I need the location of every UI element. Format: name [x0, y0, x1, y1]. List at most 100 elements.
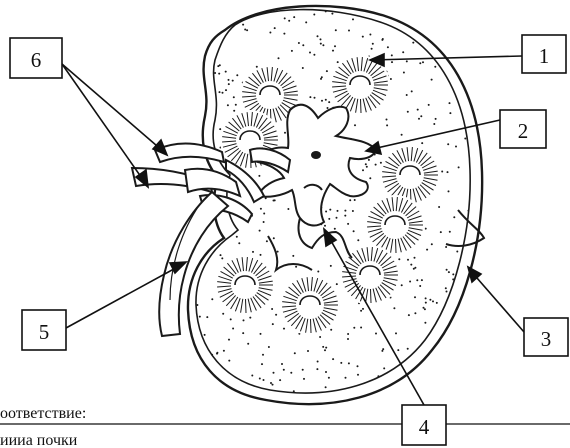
pelvis-opening	[311, 151, 321, 159]
stipple-dot	[352, 210, 354, 212]
stipple-dot	[473, 393, 475, 395]
stipple-dot	[449, 231, 451, 233]
stipple-dot	[369, 34, 371, 36]
stipple-dot	[398, 258, 400, 260]
stipple-dot	[445, 246, 447, 248]
renal-pyramids	[215, 55, 440, 335]
stipple-dot	[360, 327, 362, 329]
stipple-dot	[249, 317, 251, 319]
stipple-dot	[202, 243, 204, 245]
stipple-dot	[436, 302, 438, 304]
stipple-dot	[445, 287, 447, 289]
stipple-dot	[471, 41, 473, 43]
stipple-dot	[395, 15, 397, 17]
stipple-dot	[320, 38, 322, 40]
stipple-dot	[259, 230, 261, 232]
label-box-3: 3	[524, 318, 568, 356]
stipple-dot	[395, 332, 397, 334]
stipple-dot	[476, 15, 478, 17]
stipple-dot	[216, 353, 218, 355]
stipple-dot	[320, 78, 322, 80]
stipple-dot	[204, 161, 206, 163]
stipple-dot	[307, 350, 309, 352]
stipple-dot	[204, 334, 206, 336]
stipple-dot	[247, 343, 249, 345]
stipple-dot	[232, 328, 234, 330]
stipple-dot	[416, 279, 418, 281]
stipple-dot	[466, 352, 468, 354]
stipple-dot	[283, 369, 285, 371]
stipple-dot	[225, 89, 227, 91]
stipple-dot	[317, 35, 319, 37]
stipple-dot	[424, 308, 426, 310]
stipple-dot	[203, 374, 205, 376]
stipple-dot	[357, 374, 359, 376]
stipple-dot	[268, 346, 270, 348]
stipple-dot	[407, 348, 409, 350]
stipple-dot	[433, 123, 435, 125]
stipple-dot	[419, 373, 421, 375]
label-5-text: 5	[39, 320, 50, 344]
stipple-dot	[390, 78, 392, 80]
stipple-dot	[391, 61, 393, 63]
stipple-dot	[447, 27, 449, 29]
stipple-dot	[196, 274, 198, 276]
stipple-dot	[375, 333, 377, 335]
stipple-dot	[435, 118, 437, 120]
stipple-dot	[266, 240, 268, 242]
stipple-dot	[460, 307, 462, 309]
stipple-dot	[224, 15, 226, 17]
stipple-dot	[383, 367, 385, 369]
stipple-dot	[242, 24, 244, 26]
stipple-dot	[401, 134, 403, 136]
stipple-dot	[230, 318, 232, 320]
stipple-dot	[452, 290, 454, 292]
stipple-dot	[199, 80, 201, 82]
stipple-dot	[284, 132, 286, 134]
stipple-dot	[458, 345, 460, 347]
stipple-dot	[409, 281, 411, 283]
stipple-dot	[251, 375, 253, 377]
pyramid	[280, 275, 340, 335]
stipple-dot	[228, 83, 230, 85]
stipple-dot	[325, 371, 327, 373]
stipple-dot	[327, 107, 329, 109]
stipple-dot	[263, 213, 265, 215]
stipple-dot	[194, 199, 196, 201]
stipple-dot	[278, 398, 280, 400]
stipple-dot	[455, 146, 457, 148]
stipple-dot	[217, 17, 219, 19]
stipple-dot	[448, 271, 450, 273]
stipple-dot	[291, 50, 293, 52]
stipple-dot	[456, 383, 458, 385]
label-box-6: 6	[10, 38, 62, 78]
stipple-dot	[319, 336, 321, 338]
stipple-dot	[465, 304, 467, 306]
stipple-dot	[261, 363, 263, 365]
stipple-dot	[459, 98, 461, 100]
label-2-text: 2	[518, 119, 529, 143]
stipple-dot	[262, 354, 264, 356]
stipple-dot	[258, 175, 260, 177]
stipple-dot	[348, 362, 350, 364]
stipple-dot	[210, 109, 212, 111]
stipple-dot	[303, 378, 305, 380]
stipple-dot	[430, 393, 432, 395]
stipple-dot	[477, 54, 479, 56]
stipple-dot	[337, 210, 339, 212]
stipple-dot	[411, 90, 413, 92]
stipple-dot	[290, 372, 292, 374]
stipple-dot	[431, 79, 433, 81]
stipple-dot	[316, 368, 318, 370]
stipple-dot	[429, 299, 431, 301]
stipple-dot	[468, 350, 470, 352]
stipple-dot	[277, 251, 279, 253]
stipple-dot	[278, 57, 280, 59]
stipple-dot	[453, 303, 455, 305]
stipple-dot	[221, 257, 223, 259]
stipple-dot	[436, 21, 438, 23]
stipple-dot	[331, 13, 333, 15]
stipple-dot	[243, 319, 245, 321]
stipple-dot	[407, 259, 409, 261]
stipple-dot	[328, 377, 330, 379]
